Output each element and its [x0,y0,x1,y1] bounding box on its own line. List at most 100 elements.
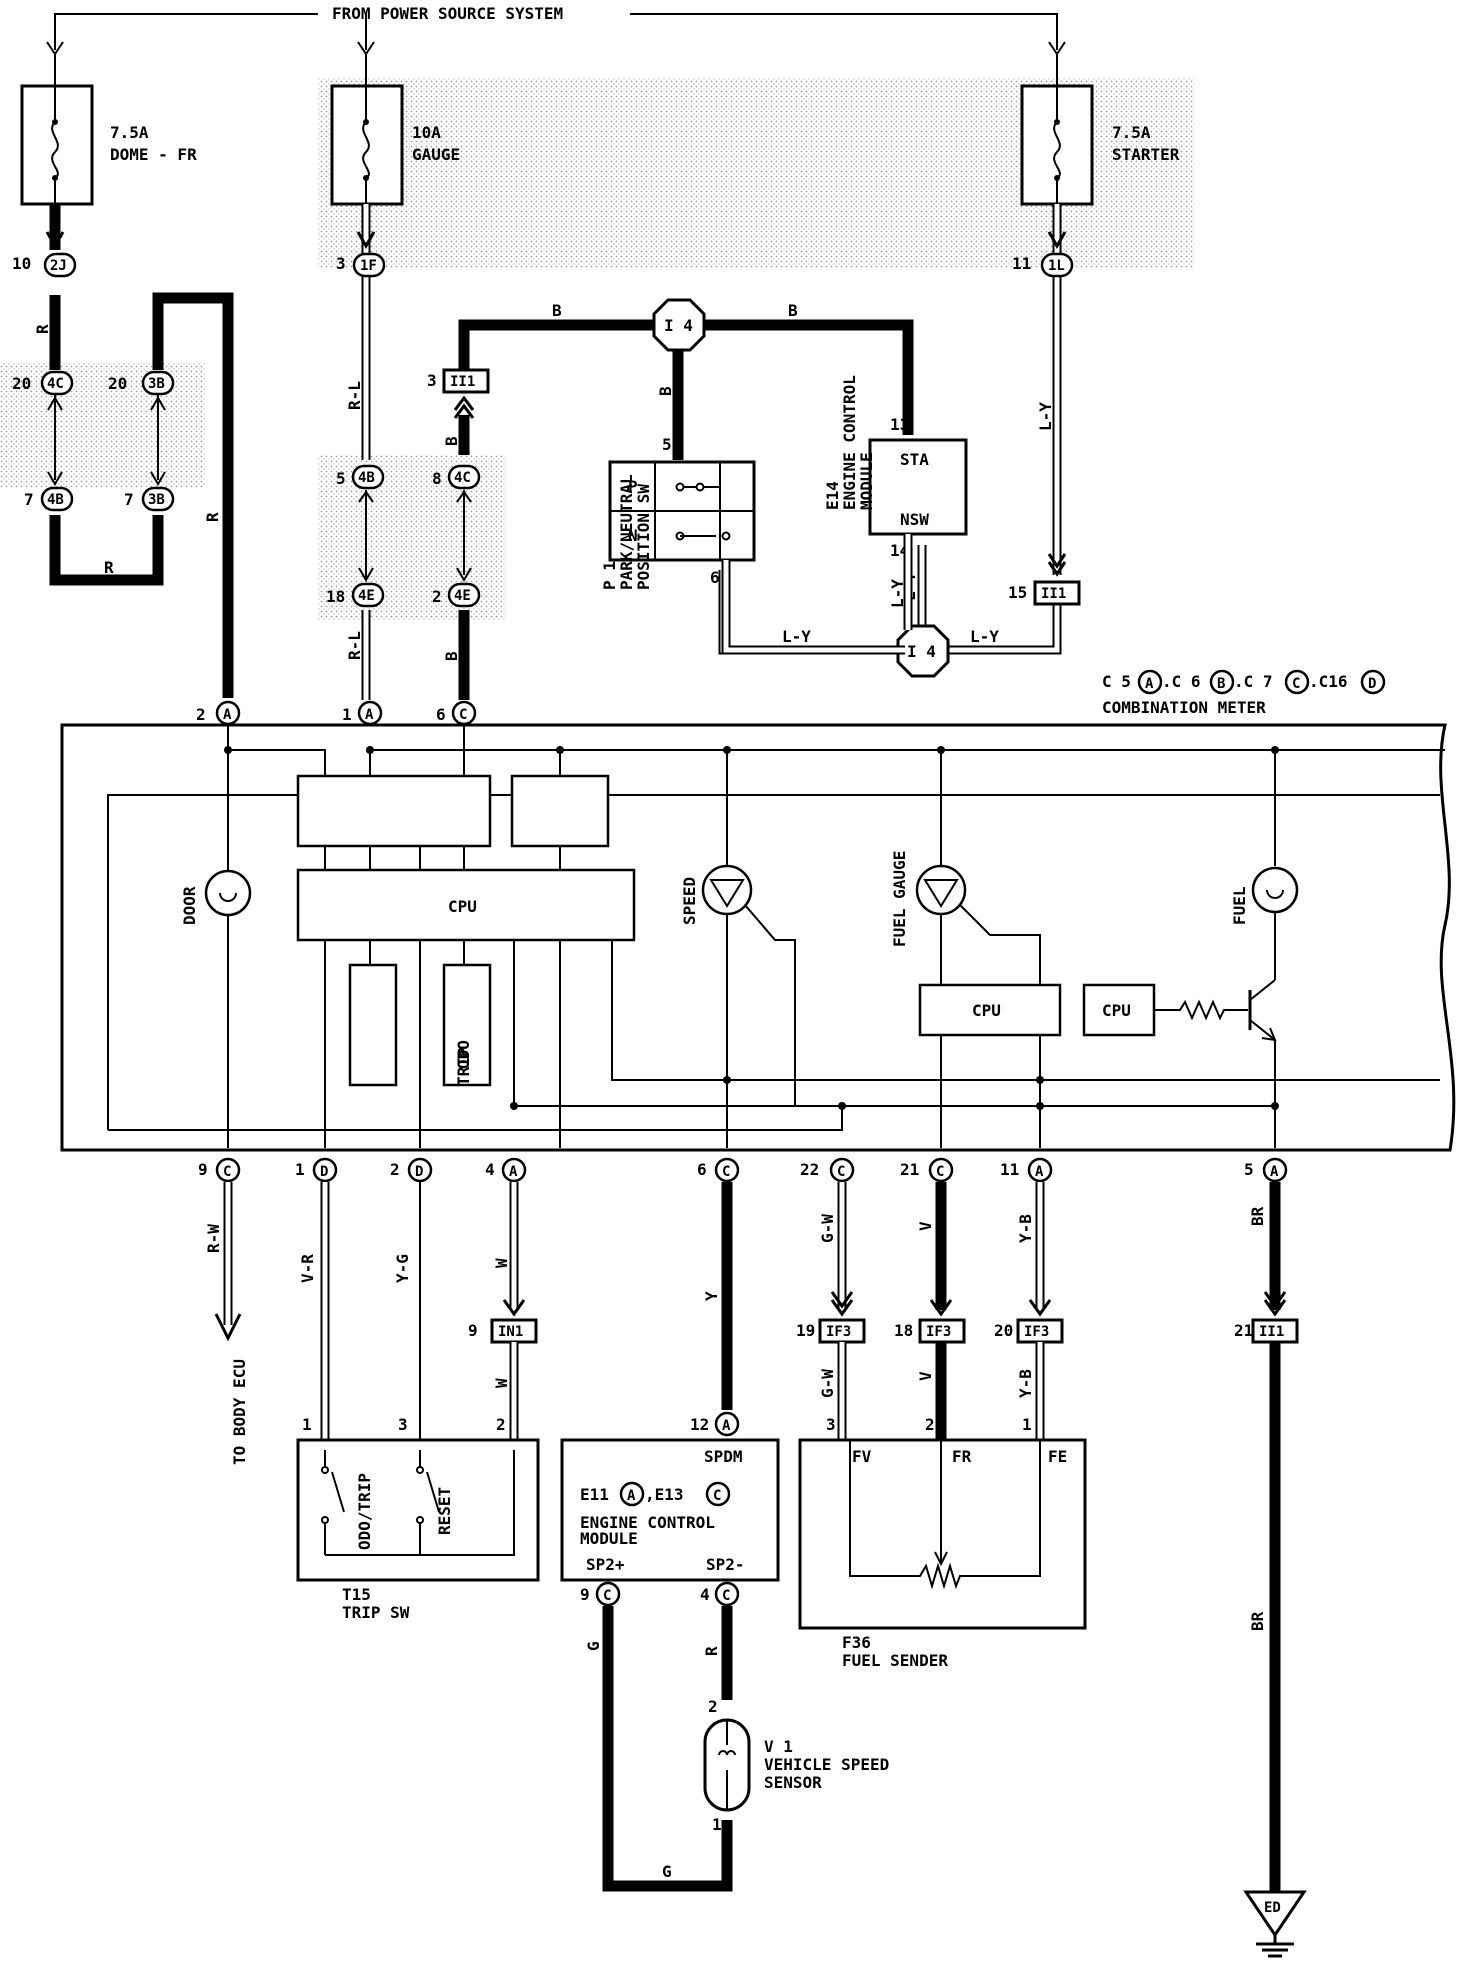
svg-text:IF3: IF3 [826,1324,851,1340]
svg-text:3: 3 [427,371,437,390]
svg-text:STA: STA [900,450,929,469]
svg-text:A: A [1270,1164,1279,1180]
svg-text:FV: FV [852,1447,872,1466]
svg-text:20: 20 [12,374,31,393]
trip-switch: 1 3 2 ODO/TRIP RESET T15 TRIP SW [296,1415,540,1622]
svg-text:FUEL: FUEL [1230,886,1249,925]
door-indicator-icon [204,869,252,917]
svg-text:18: 18 [326,587,345,606]
wire-label-b1: B [552,301,562,320]
meter-display-block [348,963,398,1087]
svg-text:N: N [628,526,638,545]
svg-text:A: A [365,707,374,723]
wire-label-br1: BR [1248,1206,1267,1226]
wire-label-yb1: Y-B [1016,1214,1035,1243]
svg-text:7: 7 [124,490,134,509]
wire-label-y: Y [702,1291,721,1301]
meter-cpu-main [296,868,636,942]
wire-gauge-rl: R-L R-L [345,204,371,700]
wire-label-vr: V-R [298,1254,317,1283]
wire-label-br2: BR [1248,1611,1267,1631]
svg-text:C: C [837,1164,845,1180]
svg-text:I 4: I 4 [907,642,936,661]
svg-text:F36: F36 [842,1633,871,1652]
wire-label-ly2: L-Y [782,627,811,646]
svg-text:II1: II1 [1041,586,1066,602]
ecm-e14: 13 STA NSW 14 E14 ENGINE CONTROL MODULE … [823,375,968,630]
svg-text:6: 6 [436,705,446,724]
svg-text:NSW: NSW [900,510,929,529]
svg-text:MODULE: MODULE [857,452,876,510]
wire-label-r2: R [203,512,222,522]
svg-text:E14: E14 [823,481,842,510]
svg-text:A: A [1145,676,1154,692]
conn-2j: 10 2J [12,231,77,278]
svg-text:12: 12 [690,1415,709,1434]
meter-bottom-pins: 9 C 1 D 2 D 4 A 6 C 22 C 21 C 11 A 5 A [198,1157,1288,1183]
svg-text:18: 18 [894,1321,913,1340]
svg-text:9: 9 [580,1585,590,1604]
svg-text:A: A [1035,1164,1044,1180]
splice-i4-bottom: I 4 [896,624,950,678]
wire-label-g1: G [584,1641,603,1651]
wire-label-w2: W [492,1378,511,1388]
svg-text:1: 1 [1022,1415,1032,1434]
svg-text:21: 21 [1234,1321,1253,1340]
wire-y: Y [702,1182,733,1410]
ground-label: ED [1264,1900,1281,1916]
fuse-starter: 7.5A STARTER [1020,54,1180,206]
svg-text:B: B [1217,676,1225,692]
wire-label-r1: R [33,324,52,334]
svg-text:20: 20 [108,374,127,393]
park-neutral-switch: 5 P N 6 P 1 PARK/NEUTRAL POSITION SW [600,435,905,655]
wire-label-gw1: G-W [818,1214,837,1243]
svg-text:4: 4 [485,1160,495,1179]
svg-text:SPEED: SPEED [680,877,699,925]
ground-icon [1243,1890,1307,1938]
svg-text:IF3: IF3 [1024,1324,1049,1340]
conn-4e-2: 2 4E [432,567,481,608]
wire-g-loop: G R G [584,1606,733,1892]
wire-label-rl1: R-L [345,381,364,410]
fuel-sender: 3 2 1 FV FR FE F36 FUEL SENDER [798,1415,1087,1670]
combination-meter: C 5 A .C 6 B .C 7 C .C16 D COMBINATION M… [60,669,1456,1152]
svg-text:5: 5 [662,435,672,454]
wire-label-gw2: G-W [818,1369,837,1398]
conn-ii1-3: 3 II1 [427,368,490,419]
svg-text:CPU: CPU [972,1001,1001,1020]
svg-text:1: 1 [342,705,352,724]
wire-label-r4: R [702,1646,721,1656]
wire-dome-r: R R R [33,204,234,698]
conn-3b-20: 20 3B [108,370,175,411]
svg-text:I 4: I 4 [664,316,693,335]
svg-text:IF3: IF3 [926,1324,951,1340]
svg-text:,E13: ,E13 [645,1485,684,1504]
svg-text:CPU: CPU [448,897,477,916]
svg-text:T15: T15 [342,1585,371,1604]
svg-text:9: 9 [198,1160,208,1179]
svg-text:3B: 3B [148,492,165,508]
svg-text:C: C [713,1488,721,1504]
fuel-cpu [918,983,1062,1037]
svg-text:POSITION SW: POSITION SW [634,484,653,590]
svg-text:1: 1 [302,1415,312,1434]
svg-text:A: A [627,1488,636,1504]
svg-text:2: 2 [496,1415,506,1434]
svg-text:1F: 1F [360,258,377,274]
conn-4b-5: 5 4B [336,464,385,503]
svg-text:IN1: IN1 [498,1324,523,1340]
svg-text:SP2+: SP2+ [586,1555,625,1574]
svg-text:22: 22 [800,1160,819,1179]
svg-text:6: 6 [710,568,720,587]
odo-trip-display [442,963,492,1087]
to-body-ecu-label: TO BODY ECU [230,1359,249,1465]
svg-text:A: A [223,707,232,723]
svg-text:C: C [722,1588,730,1604]
svg-text:A: A [509,1164,518,1180]
svg-text:1: 1 [712,1815,722,1834]
svg-text:1: 1 [295,1160,305,1179]
conn-4b-7: 7 4B [24,471,74,512]
svg-text:FUEL GAUGE: FUEL GAUGE [890,851,909,947]
svg-text:13: 13 [890,415,909,434]
svg-text:ENGINE CONTROL: ENGINE CONTROL [840,375,859,510]
